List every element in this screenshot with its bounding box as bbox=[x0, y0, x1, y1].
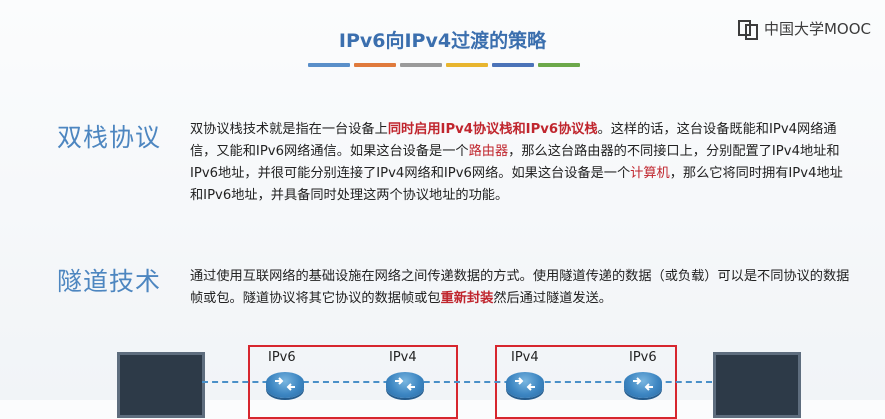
tunneling-heading: 隧道技术 bbox=[57, 267, 162, 296]
network-link bbox=[202, 381, 712, 383]
stripe bbox=[400, 63, 442, 67]
router-icon bbox=[624, 372, 662, 398]
slide-title: IPv6向IPv4过渡的策略 bbox=[338, 30, 547, 52]
label-ipv6-left: IPv6 bbox=[268, 350, 296, 365]
dual-stack-paragraph: 双协议栈技术就是指在一台设备上同时启用IPv4协议栈和IPv6协议栈。这样的话，… bbox=[190, 119, 850, 207]
text-run: 然后通过隧道发送。 bbox=[493, 291, 612, 306]
dual-stack-heading: 双栈协议 bbox=[57, 123, 162, 152]
highlight-computer: 计算机 bbox=[630, 166, 670, 181]
stripe bbox=[308, 63, 350, 67]
text-run: ，那么这台路由器的不同接口上，分别配置了IPv4地址和IPv6地址，并很可能分别… bbox=[190, 144, 840, 181]
router-icon bbox=[386, 372, 424, 398]
router-icon bbox=[266, 372, 304, 398]
stripe bbox=[446, 63, 488, 67]
mooc-logo: 中国大学MOOC bbox=[737, 17, 871, 40]
mooc-logo-icon bbox=[737, 18, 758, 40]
highlight-router: 路由器 bbox=[468, 144, 509, 159]
stripe bbox=[354, 63, 396, 67]
text-run: ，那么它将同时拥有IPv4地址和IPv6地址，并具备同时处理这两个协议地址的功能… bbox=[190, 166, 843, 203]
text-run: 。这样的话，这台设备既能和IPv4网络通信，又能和IPv6网络通信。如果这台设备… bbox=[190, 122, 837, 159]
highlight-dual-stack: 同时启用IPv4协议栈和IPv6协议栈 bbox=[387, 122, 598, 137]
text-run: 通过使用互联网络的基础设施在网络之间传递数据的方式。使用隧道传递的数据（或负载）… bbox=[190, 269, 850, 306]
computer-right-icon bbox=[713, 352, 801, 418]
text-run: 双协议栈技术就是指在一台设备上 bbox=[190, 122, 388, 137]
title-decoration-stripes bbox=[308, 63, 580, 67]
tunnel-diagram: IPv6 IPv4 IPv4 IPv6 bbox=[0, 340, 885, 419]
router-icon bbox=[506, 372, 544, 398]
stripe bbox=[538, 63, 580, 67]
label-ipv4-right: IPv4 bbox=[511, 350, 539, 365]
mooc-logo-text: 中国大学MOOC bbox=[763, 19, 871, 38]
computer-left-icon bbox=[117, 352, 205, 418]
tunneling-paragraph: 通过使用互联网络的基础设施在网络之间传递数据的方式。使用隧道传递的数据（或负载）… bbox=[190, 266, 850, 310]
highlight-reencapsulate: 重新封装 bbox=[440, 291, 494, 306]
label-ipv6-right: IPv6 bbox=[629, 350, 657, 365]
label-ipv4-left: IPv4 bbox=[389, 350, 417, 365]
stripe bbox=[492, 63, 534, 67]
